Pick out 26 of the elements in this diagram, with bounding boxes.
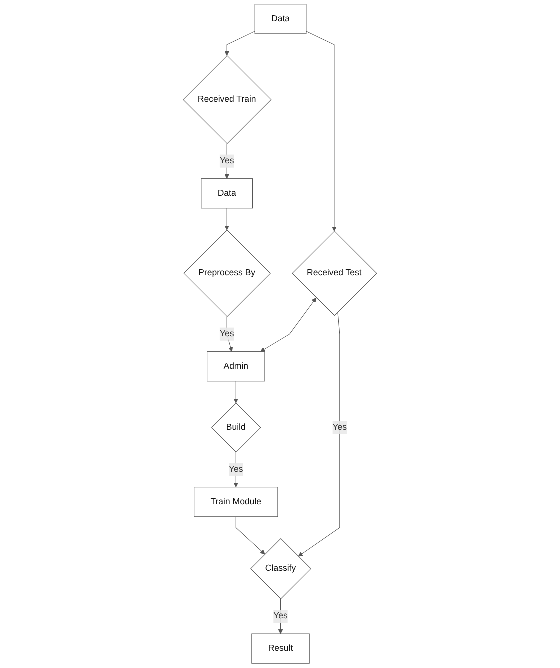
arrow	[234, 452, 238, 488]
arrow	[234, 381, 238, 404]
arrow	[260, 298, 316, 352]
arrow	[236, 516, 266, 555]
edge-label: Yes	[220, 156, 234, 166]
node-box: Admin	[206, 352, 266, 382]
arrow	[224, 144, 230, 180]
node-box: Train Module	[194, 487, 278, 518]
arrow	[278, 598, 284, 634]
arrow	[224, 208, 230, 231]
node-diamond: Received Test	[292, 230, 378, 316]
node-box: Result	[252, 634, 310, 664]
edge-label: Yes	[273, 612, 288, 621]
arrow	[226, 316, 233, 352]
arrow	[306, 31, 337, 232]
arrow	[298, 312, 340, 557]
node-diamond: Classify	[250, 538, 312, 600]
edge-label: Yes	[228, 464, 244, 474]
edge-label: Yes	[220, 329, 234, 339]
node-diamond: Received Train	[182, 55, 272, 144]
node-diamond: Build	[211, 402, 262, 453]
arrow	[224, 31, 256, 56]
node-box: Data	[254, 4, 307, 34]
edge-label: Yes	[332, 422, 347, 432]
node-box: Data	[201, 178, 253, 209]
node-diamond: Preprocess By	[184, 230, 271, 318]
